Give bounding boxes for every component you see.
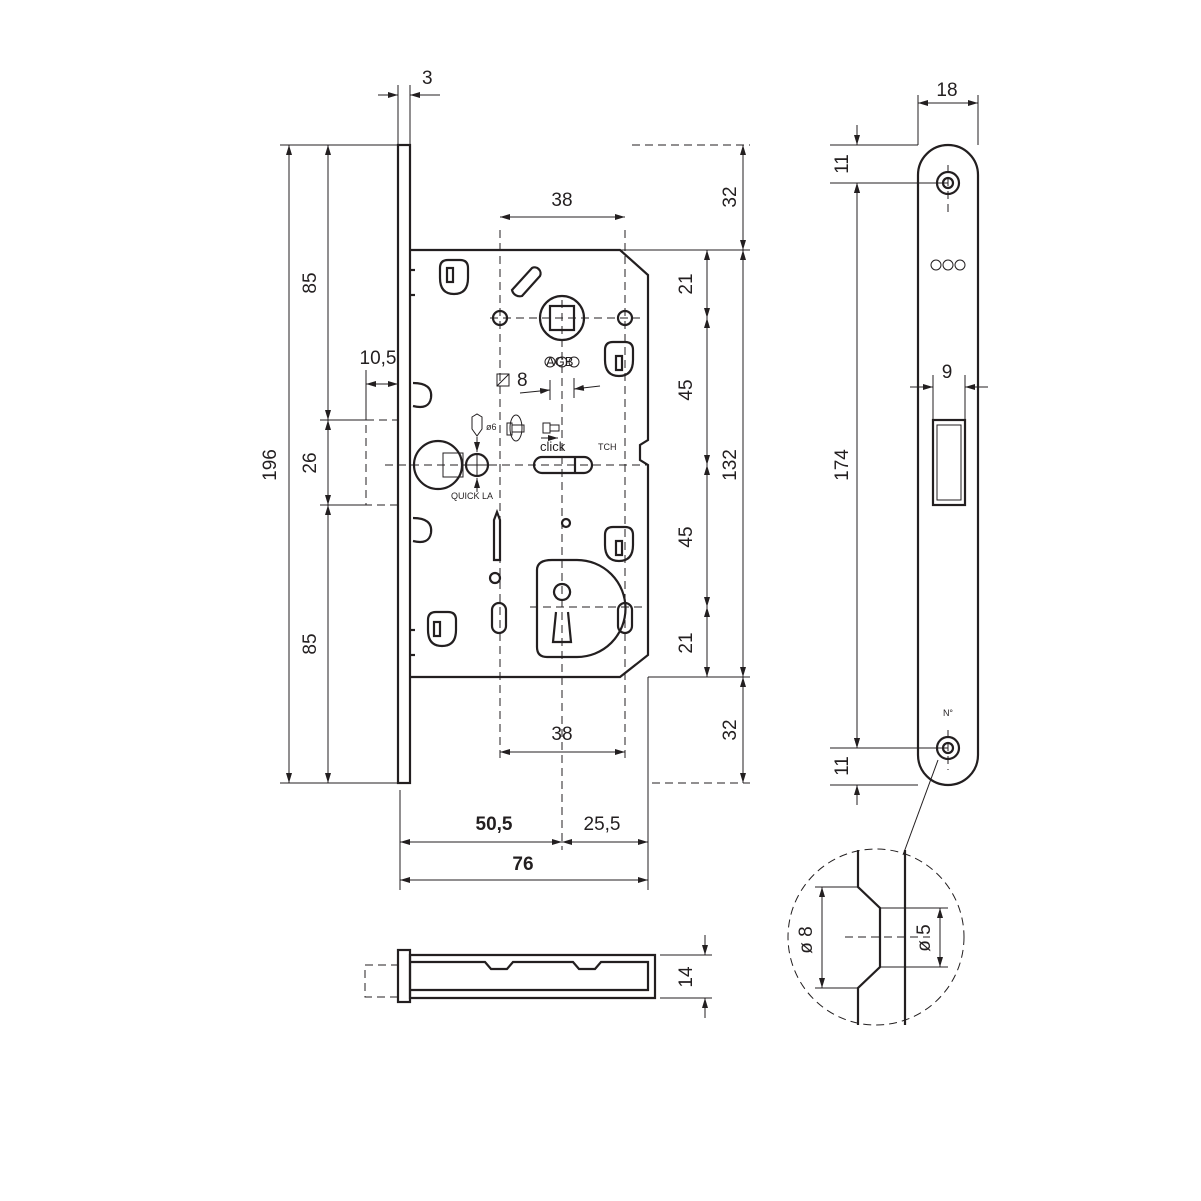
click-icon — [541, 422, 560, 441]
latch-window — [931, 418, 967, 507]
label-click: click — [540, 439, 566, 454]
lock-front-view: AGB 8 ø6 QUICK LA click TCH — [365, 143, 650, 850]
faceplate-side — [396, 143, 412, 785]
dim-85-lower: 85 — [300, 633, 321, 654]
logo-text: AGB — [546, 354, 573, 369]
dim-o8: ø 8 — [796, 926, 817, 953]
dim-14: 14 — [676, 966, 697, 988]
dim-9: 9 — [942, 362, 953, 383]
lock-body — [410, 248, 650, 679]
cylinder-housing — [535, 558, 627, 659]
slot-left — [490, 601, 508, 635]
dim-85-upper: 85 — [300, 272, 321, 293]
faceplate-front-view: N° 18 11 174 11 9 — [830, 80, 988, 805]
dim-3: 3 — [422, 68, 433, 89]
dim-174: 174 — [832, 449, 853, 481]
dim-18: 18 — [936, 80, 957, 101]
dim-26: 26 — [300, 452, 321, 473]
agb-logo — [930, 259, 966, 271]
dim-21-bottom: 21 — [676, 632, 697, 653]
faceplate-hook-upper — [412, 381, 433, 409]
dim-32-top: 32 — [720, 186, 741, 207]
pin-lower — [492, 508, 502, 562]
dim-76: 76 — [512, 854, 533, 875]
dim-11-top: 11 — [832, 154, 853, 174]
faceplate — [916, 143, 980, 787]
mounting-tab — [426, 258, 635, 648]
dim-50-5: 50,5 — [476, 814, 513, 835]
label-number: N° — [943, 708, 953, 718]
square-symbol — [496, 373, 510, 387]
rotate-icon — [506, 414, 525, 442]
countersink-detail: ø 8 ø 5 — [787, 759, 965, 1026]
dim-21-top: 21 — [676, 273, 697, 294]
dim-square-8: 8 — [517, 370, 528, 391]
screw-icon — [471, 413, 483, 437]
dimension-lines — [280, 85, 750, 890]
lock-bottom-view: 14 — [364, 935, 712, 1018]
dim-45-lower: 45 — [676, 526, 697, 547]
dim-38-top: 38 — [551, 190, 572, 211]
dim-45-upper: 45 — [676, 379, 697, 400]
label-quick-latch: QUICK LA — [451, 491, 493, 501]
latch-outline — [365, 419, 399, 506]
dim-38-bottom: 38 — [551, 724, 572, 745]
dim-10-5: 10,5 — [360, 348, 397, 369]
label-tch: TCH — [598, 442, 617, 452]
dim-196: 196 — [260, 449, 281, 481]
dim-o5: ø 5 — [914, 924, 935, 951]
dimension-texts: 3 196 85 26 85 10,5 38 38 32 132 32 21 4… — [260, 68, 741, 875]
dim-11-bottom: 11 — [832, 756, 853, 776]
dim-32-bottom: 32 — [720, 719, 741, 740]
dim-25-5: 25,5 — [584, 814, 621, 835]
slot-top — [510, 266, 542, 298]
dim-132: 132 — [720, 449, 741, 481]
label-o6: ø6 — [486, 422, 497, 432]
faceplate-hook-lower — [412, 516, 433, 544]
